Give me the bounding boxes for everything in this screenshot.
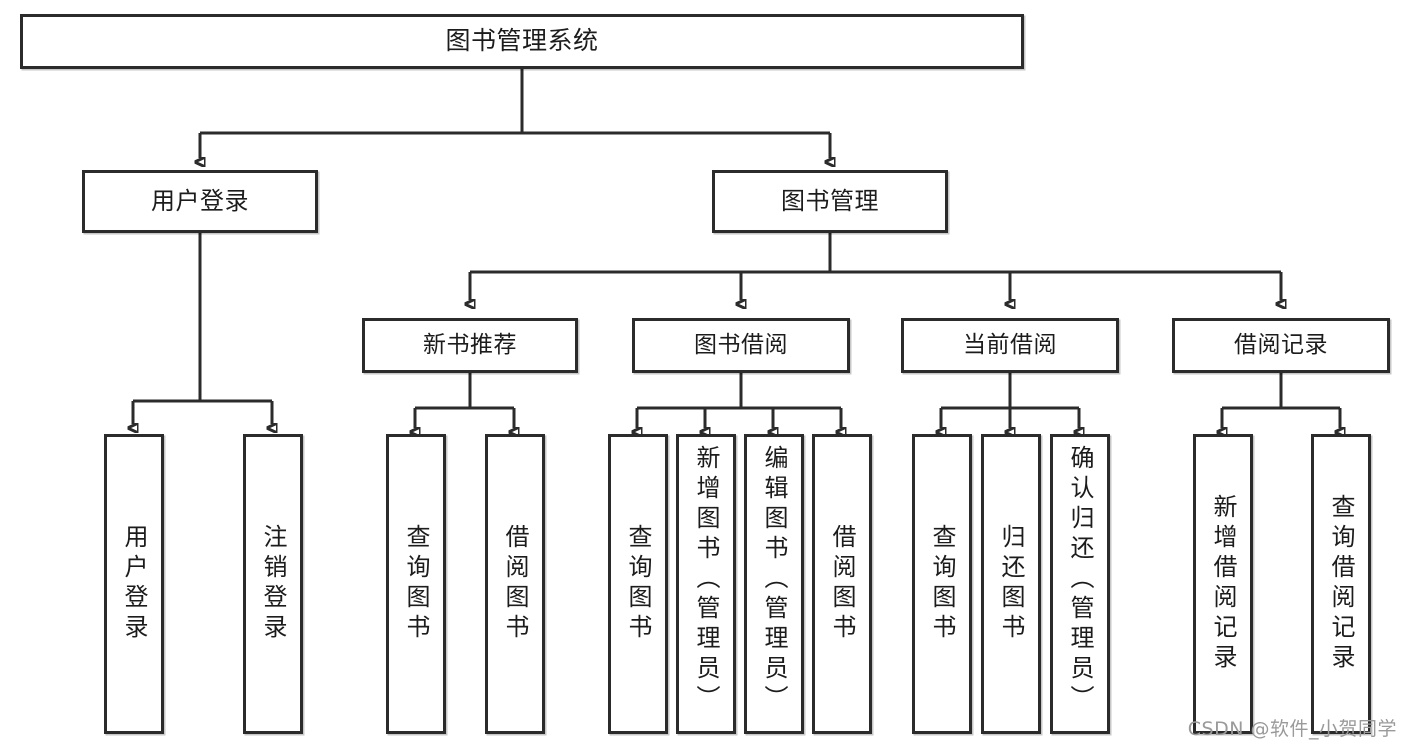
node-label: 新书推荐 xyxy=(423,332,517,359)
leaf-borrow-record-query[interactable]: 查询借阅记录 xyxy=(1311,434,1371,734)
node-label: 归还图书 xyxy=(997,524,1025,644)
node-borrow-record[interactable]: 借阅记录 xyxy=(1172,318,1390,373)
node-label: 用户登录 xyxy=(151,186,249,215)
node-label: 查询图书 xyxy=(402,524,430,644)
leaf-book-borrow-add-admin[interactable]: 新增图书（管理员） xyxy=(676,434,736,734)
leaf-user-login-login[interactable]: 用户登录 xyxy=(104,434,164,734)
node-label: 新增借阅记录 xyxy=(1209,494,1237,674)
node-label: 借阅图书 xyxy=(828,524,856,644)
node-label: 确认归还（管理员） xyxy=(1066,445,1094,715)
node-label: 新增图书（管理员） xyxy=(692,445,720,715)
leaf-new-book-borrow[interactable]: 借阅图书 xyxy=(485,434,545,734)
node-label: 用户登录 xyxy=(120,524,148,644)
leaf-user-login-logout[interactable]: 注销登录 xyxy=(243,434,303,734)
node-label: 注销登录 xyxy=(259,524,287,644)
node-label: 图书管理 xyxy=(781,186,879,215)
node-book-management[interactable]: 图书管理 xyxy=(712,170,948,233)
node-root-system[interactable]: 图书管理系统 xyxy=(20,14,1024,69)
node-label: 查询图书 xyxy=(624,524,652,644)
node-user-login[interactable]: 用户登录 xyxy=(82,170,318,233)
leaf-current-borrow-query[interactable]: 查询图书 xyxy=(912,434,972,734)
leaf-current-borrow-confirm-admin[interactable]: 确认归还（管理员） xyxy=(1050,434,1110,734)
leaf-new-book-query[interactable]: 查询图书 xyxy=(386,434,446,734)
leaf-current-borrow-return[interactable]: 归还图书 xyxy=(981,434,1041,734)
node-label: 查询图书 xyxy=(928,524,956,644)
node-label: 当前借阅 xyxy=(963,332,1057,359)
watermark-text: CSDN @软件_小贺同学 xyxy=(1187,718,1397,740)
node-label: 查询借阅记录 xyxy=(1327,494,1355,674)
node-label: 图书管理系统 xyxy=(445,26,599,56)
node-label: 图书借阅 xyxy=(694,332,788,359)
leaf-book-borrow-borrow[interactable]: 借阅图书 xyxy=(812,434,872,734)
node-label: 编辑图书（管理员） xyxy=(760,445,788,715)
node-new-book-recommend[interactable]: 新书推荐 xyxy=(362,318,578,373)
leaf-book-borrow-query[interactable]: 查询图书 xyxy=(608,434,668,734)
node-book-borrow[interactable]: 图书借阅 xyxy=(632,318,850,373)
leaf-borrow-record-add[interactable]: 新增借阅记录 xyxy=(1193,434,1253,734)
node-label: 借阅图书 xyxy=(501,524,529,644)
node-label: 借阅记录 xyxy=(1234,332,1328,359)
leaf-book-borrow-edit-admin[interactable]: 编辑图书（管理员） xyxy=(744,434,804,734)
node-current-borrow[interactable]: 当前借阅 xyxy=(901,318,1119,373)
